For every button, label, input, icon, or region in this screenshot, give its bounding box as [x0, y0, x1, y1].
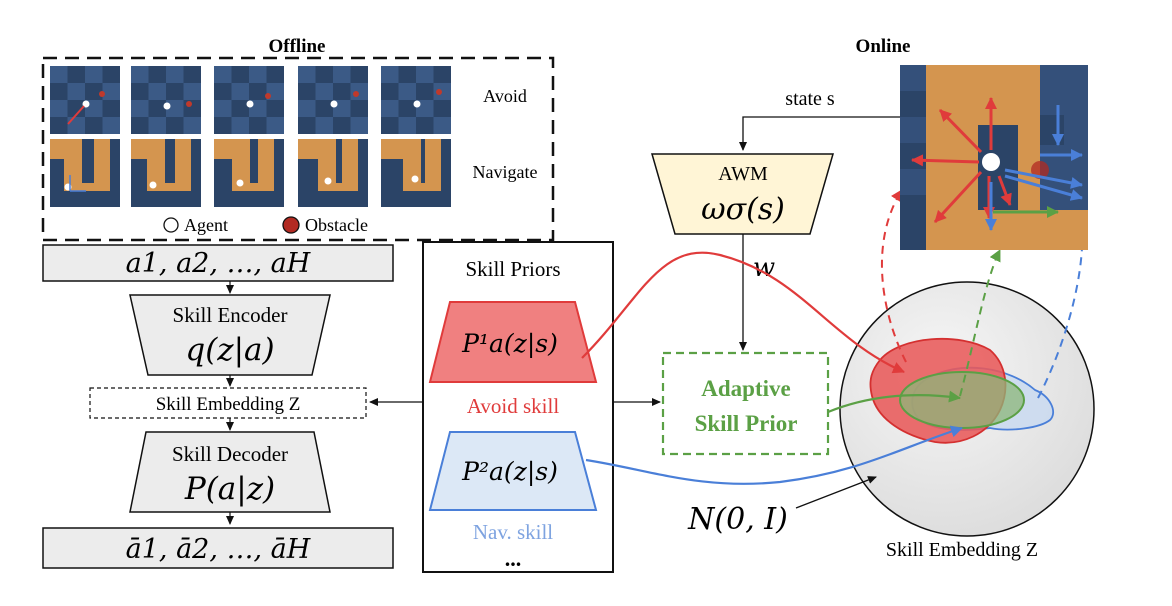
skill-encoder-title: Skill Encoder: [173, 303, 288, 327]
skill-priors-frame: [422, 241, 614, 573]
adaptive-line-2: Skill Prior: [695, 411, 798, 436]
avoid-curve: [581, 251, 905, 374]
state-label: state s: [785, 88, 835, 110]
awm-title: AWM: [718, 163, 768, 185]
avoid-dashed-arc: [880, 189, 907, 363]
awm-formula: ωσ(s): [701, 192, 785, 227]
legend-obstacle-label: Obstacle: [305, 215, 368, 235]
online-title: Online: [856, 36, 911, 57]
adaptive-line-1: Adaptive: [701, 376, 790, 401]
row-label-avoid: Avoid: [483, 86, 527, 106]
nav-dashed-arc: [1037, 204, 1088, 399]
nav-prior-formula: P²a(z|s): [461, 457, 558, 487]
action-arrow: [1004, 174, 1083, 201]
more-priors-ellipsis: ...: [505, 546, 522, 571]
normal-prior-label: N(0, I): [687, 502, 788, 537]
reconstructed-sequence-box: [42, 527, 394, 569]
skill-embedding-dashed-box: [89, 387, 367, 419]
adaptive-skill-region: [899, 371, 1025, 429]
skill-decoder-formula: P(a|z): [184, 471, 275, 507]
skill-priors-title: Skill Priors: [465, 257, 560, 281]
avoid-prior-formula: P¹a(z|s): [461, 329, 558, 359]
action-arrow: [997, 175, 1012, 206]
adaptive-dashed-arc: [959, 249, 1001, 397]
agent-legend-icon: [163, 217, 179, 233]
offline-title: Offline: [269, 36, 326, 57]
avoid-prior-trapezoid: [428, 301, 598, 383]
arrow-normal-to-sphere: [795, 476, 877, 509]
nav-skill-label: Nav. skill: [473, 520, 553, 544]
nav-curve: [585, 425, 963, 485]
row-label-navigate: Navigate: [473, 162, 538, 182]
action-arrow: [933, 170, 983, 224]
action-arrow: [938, 108, 983, 154]
offline-thumbnails: [50, 66, 451, 207]
online-environment-view: [900, 65, 1088, 250]
skill-encoder-formula: q(z|a): [185, 332, 274, 368]
nav-prior-trapezoid: [428, 431, 598, 511]
action-sequence-box: [42, 244, 394, 282]
arrow-state-to-awm: [739, 116, 900, 151]
skill-embedding-box-label: Skill Embedding Z: [156, 394, 301, 415]
action-arrow: [1004, 168, 1083, 189]
obstacle-legend-icon: [282, 216, 300, 234]
skill-embedding-label: Skill Embedding Z: [886, 539, 1038, 561]
action-sequence: a1, a2, …, aH: [126, 248, 311, 279]
skill-decoder-title: Skill Decoder: [172, 442, 288, 466]
awm-trapezoid: [651, 153, 834, 235]
offline-dashed-frame: [41, 56, 555, 242]
action-arrow: [911, 154, 980, 167]
legend-agent-label: Agent: [184, 215, 228, 235]
adaptive-prior-box: [661, 351, 830, 456]
online-action-arrows: [911, 97, 1083, 231]
reconstructed-sequence: ā1, ā2, …, āH: [126, 534, 311, 565]
skill-decoder-trapezoid: [129, 431, 331, 513]
avoid-skill-label: Avoid skill: [467, 394, 560, 418]
skill-encoder-trapezoid: [129, 294, 331, 376]
adaptive-curve: [827, 390, 961, 414]
